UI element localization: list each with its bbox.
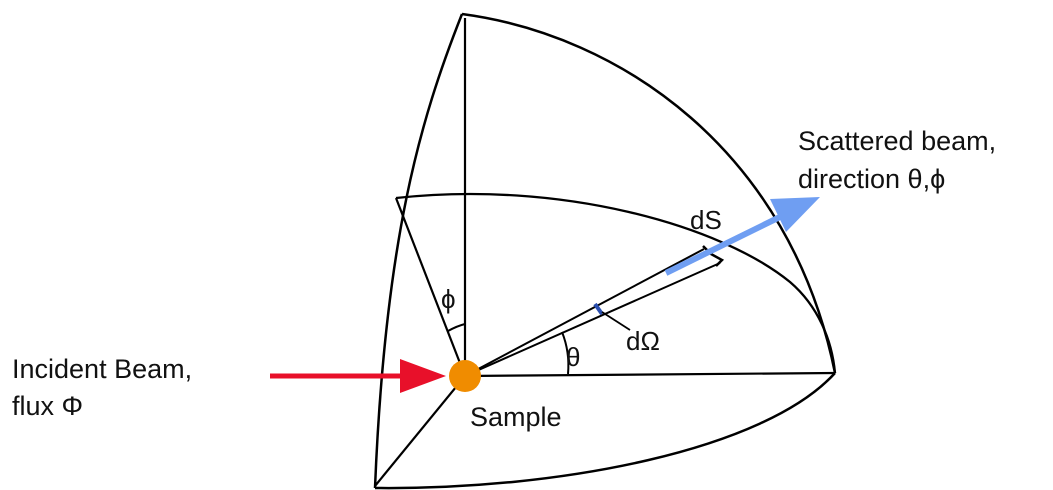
domega-leader [601, 311, 631, 331]
sample-label: Sample [470, 402, 562, 432]
domega-marker [593, 302, 604, 316]
scatter-ray-upper [464, 248, 705, 377]
sample-dot [449, 360, 481, 392]
incident-flux-label: flux Φ [12, 391, 84, 421]
phi-label: ϕ [441, 284, 456, 314]
ds-label: dS [690, 205, 722, 235]
sphere-left-edge [373, 13, 464, 489]
lower-left-axis [374, 375, 466, 487]
constant-phi-arc [395, 192, 837, 374]
horizontal-axis [464, 371, 836, 378]
scattered-beam-shaft [664, 209, 792, 276]
phi-arc [447, 323, 466, 332]
incident-beam-label: Incident Beam, [12, 354, 193, 384]
scattered-beam-label: Scattered beam, [798, 126, 997, 156]
phi-reference-line [394, 197, 467, 377]
theta-arc [561, 331, 570, 375]
incident-beam-arrowhead [400, 359, 446, 393]
sphere-bottom-arc [374, 372, 836, 490]
theta-label: θ [566, 342, 581, 372]
scatter-ray-lower [464, 262, 721, 377]
scattered-beam-arrowhead [770, 197, 820, 232]
domega-label: dΩ [626, 326, 660, 356]
sphere-outer-arc [461, 12, 837, 374]
scattered-direction-label: direction θ,ϕ [798, 164, 946, 194]
